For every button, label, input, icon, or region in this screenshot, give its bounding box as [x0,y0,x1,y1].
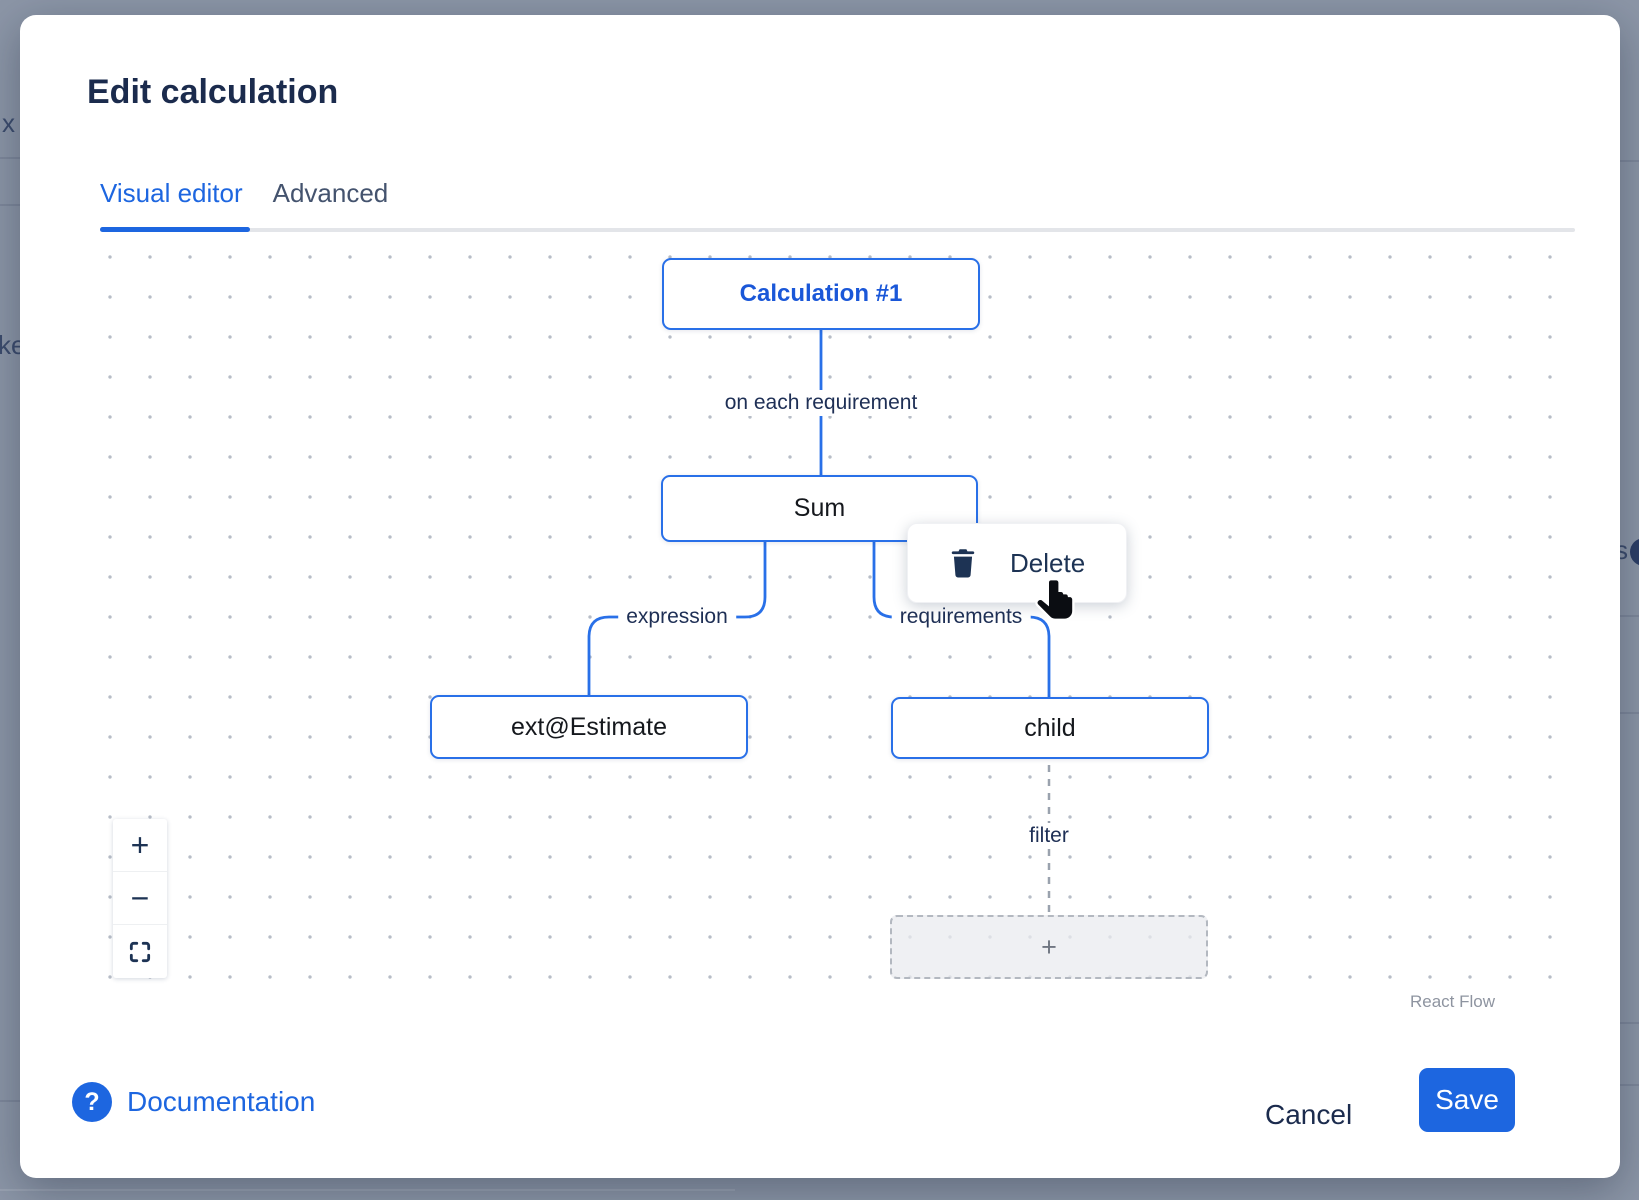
react-flow-attribution: React Flow [1410,992,1496,1011]
zoom-in-button[interactable]: + [113,819,167,872]
backdrop-text-fragment: x [2,108,15,138]
backdrop-avatar-fragment [1630,538,1639,566]
help-icon: ? [72,1082,112,1122]
flow-edges [587,330,1051,915]
fit-view-icon [129,941,151,962]
add-filter-node-placeholder[interactable]: + [890,915,1208,979]
hand-cursor-icon [1035,578,1075,622]
plus-icon: + [1041,931,1057,962]
plus-icon: + [130,827,150,863]
edge-label-on-each-requirement: on each requirement [716,390,926,416]
backdrop-divider [1620,615,1639,617]
fit-view-button[interactable] [113,925,167,978]
active-tab-indicator [100,227,250,232]
tab-advanced[interactable]: Advanced [272,178,389,208]
node-calculation-root[interactable]: Calculation #1 [662,258,980,330]
backdrop-divider [1620,712,1639,714]
edit-calculation-dialog: Edit calculation Visual editor Advanced … [20,15,1620,1178]
tab-visual-editor[interactable]: Visual editor [100,178,243,208]
backdrop-divider [1620,1084,1639,1086]
node-child[interactable]: child [891,697,1209,759]
cancel-button[interactable]: Cancel [1265,1083,1352,1147]
dialog-title: Edit calculation [87,73,339,111]
edge-label-filter: filter [1021,823,1077,849]
tab-bar: Visual editor Advanced [100,178,388,223]
backdrop-divider [0,157,20,159]
documentation-label: Documentation [127,1086,316,1117]
zoom-out-button[interactable]: − [113,872,167,925]
save-button[interactable]: Save [1419,1068,1515,1132]
documentation-link[interactable]: ? Documentation [72,1082,315,1122]
context-menu-delete[interactable]: Delete [907,523,1127,603]
delete-menu-item-label: Delete [1010,547,1086,578]
flow-controls: + − [113,819,167,978]
backdrop-divider [0,1100,20,1102]
minus-icon: − [130,880,150,916]
backdrop-divider [1620,1022,1639,1024]
flow-canvas[interactable]: on each requirement expression requireme… [80,225,1560,985]
backdrop-divider [0,204,20,206]
trash-icon [951,549,975,578]
edge-label-requirements: requirements [891,604,1031,630]
backdrop-divider [1620,160,1639,162]
node-ext-estimate[interactable]: ext@Estimate [430,695,748,759]
edge-label-expression: expression [618,604,736,630]
backdrop-divider [0,1189,735,1191]
